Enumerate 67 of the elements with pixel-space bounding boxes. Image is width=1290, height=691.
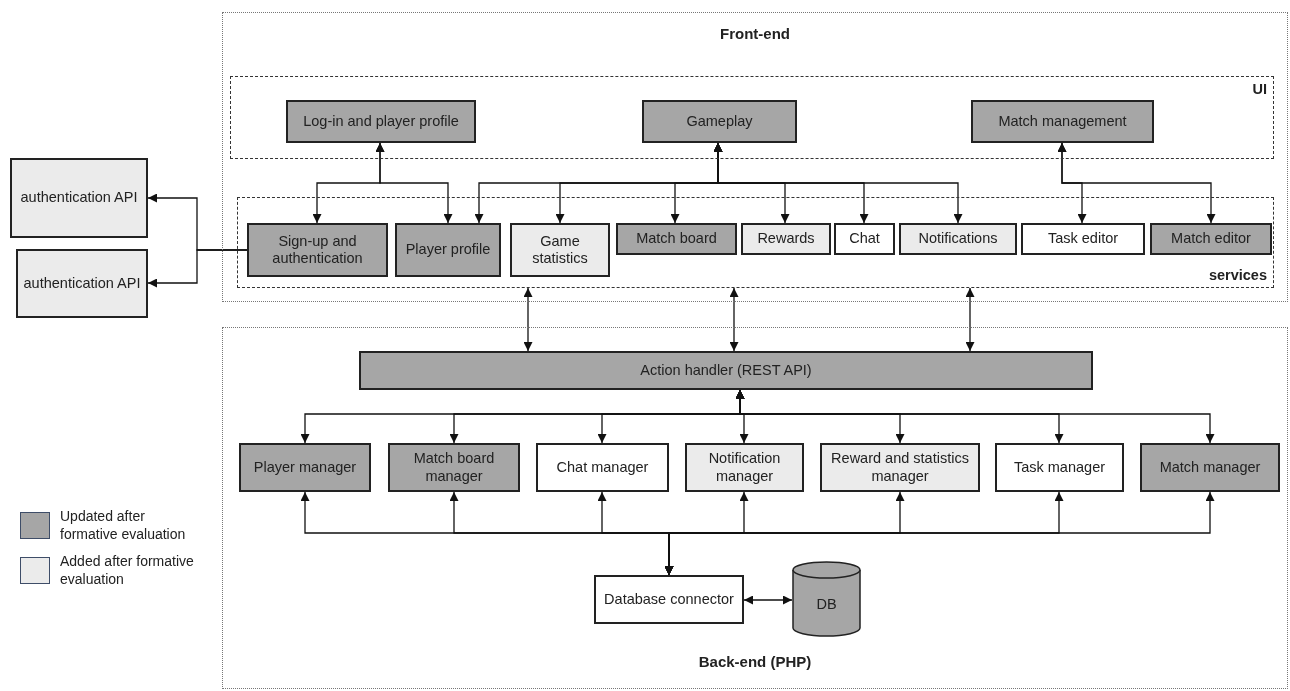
component-box	[1140, 443, 1280, 492]
section-title: Front-end	[720, 25, 790, 42]
box-label: authentication API	[22, 274, 142, 293]
box-label: Gameplay	[685, 112, 754, 131]
component-box	[616, 223, 737, 255]
connector-arrow	[965, 287, 975, 352]
connector-arrow	[375, 142, 453, 224]
component-box	[10, 158, 148, 238]
component-box	[685, 443, 804, 492]
box-label: Task editor	[1046, 230, 1120, 248]
component-box	[834, 223, 895, 255]
component-box	[642, 100, 797, 143]
component-box	[239, 443, 371, 492]
component-box	[395, 223, 501, 277]
box-label: Chat	[848, 230, 881, 248]
box-label: Match editor	[1170, 230, 1252, 248]
connector-arrow	[664, 491, 1215, 576]
connector-arrow	[743, 595, 793, 605]
component-box	[820, 443, 980, 492]
box-label: Database connector	[603, 590, 735, 609]
connector-arrow	[735, 389, 1215, 444]
group-frame	[237, 197, 1274, 288]
box-label: Sign-up and authentication	[271, 232, 364, 268]
box-label: Player profile	[404, 241, 492, 259]
component-box	[899, 223, 1017, 255]
component-box	[388, 443, 520, 492]
box-label: Reward and statistics manager	[830, 450, 970, 485]
group-frame	[230, 76, 1274, 159]
box-label: Log-in and player profile	[302, 112, 460, 131]
component-box	[286, 100, 476, 143]
component-box	[971, 100, 1154, 143]
box-label: Action handler (REST API)	[639, 361, 813, 380]
connector-arrow	[1057, 142, 1216, 224]
box-label: Game statistics	[531, 232, 589, 268]
box-label: DB	[816, 596, 837, 612]
legend-label: Updated after formative evaluation	[60, 508, 187, 543]
group-label: services	[1208, 267, 1267, 283]
box-label: Match manager	[1158, 458, 1262, 477]
component-box	[16, 249, 148, 318]
component-box	[594, 575, 744, 624]
component-box	[359, 351, 1093, 390]
box-label: Rewards	[756, 230, 816, 248]
group-label: UI	[1252, 81, 1267, 97]
component-box	[247, 223, 388, 277]
box-label: Match board	[635, 230, 718, 248]
connector-arrow	[729, 287, 739, 352]
box-label: Chat manager	[555, 458, 650, 477]
connector-arrow	[523, 287, 533, 352]
component-box	[1021, 223, 1145, 255]
box-label: Task manager	[1012, 458, 1107, 477]
section-frame	[222, 327, 1288, 689]
connector-arrow	[147, 249, 248, 288]
component-box	[536, 443, 669, 492]
box-label: Notifications	[917, 230, 999, 248]
component-box	[741, 223, 831, 255]
section-frame	[222, 12, 1288, 302]
box-label: Match board manager	[412, 450, 496, 485]
box-label: Notification manager	[707, 450, 782, 485]
connector-arrow	[713, 142, 963, 224]
component-box	[1150, 223, 1272, 255]
component-box	[510, 223, 610, 277]
component-box	[995, 443, 1124, 492]
box-label: Player manager	[252, 458, 358, 477]
legend-label: Added after formative evaluation	[60, 553, 195, 588]
box-label: authentication API	[19, 189, 139, 207]
box-label: Match management	[997, 112, 1128, 131]
section-title: Back-end (PHP)	[698, 653, 812, 670]
